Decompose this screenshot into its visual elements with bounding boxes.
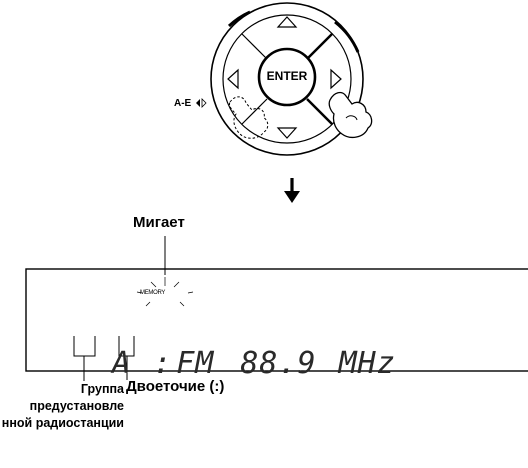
flow-arrow-icon bbox=[284, 178, 300, 203]
lcd-colon: : bbox=[153, 346, 173, 381]
display-panel bbox=[25, 268, 528, 372]
group-label: Группа предустановле нной радиостанции bbox=[1, 382, 124, 430]
blink-rays bbox=[136, 277, 194, 307]
lcd-frequency: 88.9 bbox=[240, 346, 317, 381]
enter-label: ENTER bbox=[266, 69, 308, 83]
lcd-unit: MHz bbox=[338, 346, 396, 381]
pad-divider bbox=[241, 98, 268, 125]
pad-inner-ring bbox=[222, 14, 352, 144]
pad-shadow-arc-right bbox=[334, 20, 360, 53]
down-arrow-icon[interactable] bbox=[276, 127, 298, 139]
remote-pad bbox=[210, 2, 373, 156]
pad-shadow-arc bbox=[227, 10, 251, 28]
dashed-hand-icon bbox=[229, 96, 269, 139]
up-arrow-icon[interactable] bbox=[276, 16, 298, 28]
ae-label: A-E bbox=[174, 98, 192, 109]
lcd-readout: A:FM 88.9 MHz bbox=[66, 311, 396, 381]
colon-label: Двоеточие (:) bbox=[126, 378, 225, 395]
right-arrow-icon[interactable] bbox=[330, 68, 342, 90]
lcd-group-letter: A bbox=[112, 346, 132, 381]
hand-finger-detail bbox=[345, 115, 358, 121]
ae-arrows-icon bbox=[196, 98, 207, 108]
lcd-band: FM bbox=[176, 346, 215, 381]
enter-button[interactable] bbox=[257, 47, 317, 107]
pressing-hand-icon bbox=[328, 91, 373, 139]
pad-divider bbox=[241, 33, 268, 60]
pad-divider bbox=[306, 98, 333, 125]
pad-divider bbox=[306, 33, 333, 60]
memory-indicator: MEMORY bbox=[140, 290, 166, 296]
blink-label: Мигает bbox=[133, 214, 185, 231]
left-arrow-icon[interactable] bbox=[227, 68, 239, 90]
